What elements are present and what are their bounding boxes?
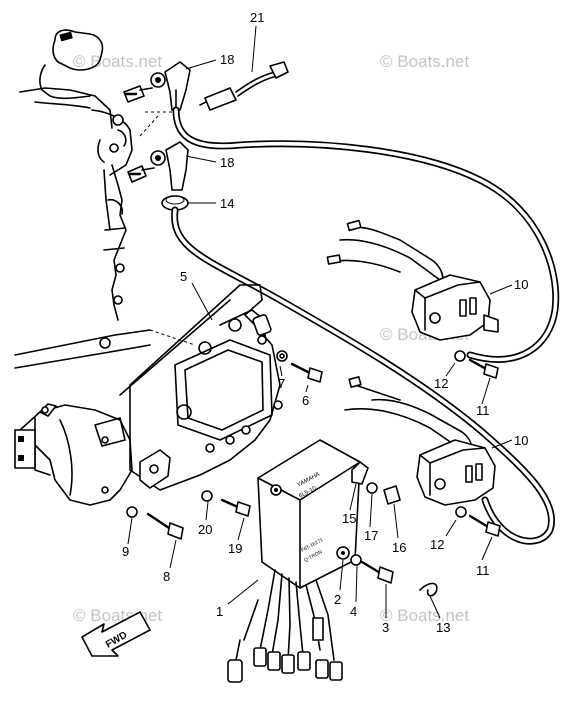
label-11-lower: 11 <box>476 563 490 578</box>
mounting-plate-5 <box>119 284 283 491</box>
label-21: 21 <box>250 10 264 25</box>
high-tension-cables <box>171 106 560 545</box>
cdi-unit-1: YAMAHA 6L5-10 F8T-16171 Q-TRON <box>227 439 361 683</box>
ignition-coil-lower-10 <box>344 376 496 506</box>
label-12-upper: 12 <box>434 376 448 391</box>
label-10-lower: 10 <box>514 433 528 448</box>
lead-wire-21 <box>199 61 289 111</box>
spark-plug-cap-upper <box>150 61 191 111</box>
ignition-coil-upper-10 <box>326 219 499 341</box>
label-5: 5 <box>180 269 187 284</box>
label-7: 7 <box>278 376 285 391</box>
label-15: 15 <box>342 511 356 526</box>
hardware-bolts-washers <box>124 92 501 597</box>
label-16: 16 <box>392 540 406 555</box>
label-3: 3 <box>382 620 389 635</box>
label-19: 19 <box>228 541 242 556</box>
label-13: 13 <box>436 620 450 635</box>
label-1: 1 <box>216 604 223 619</box>
label-4: 4 <box>350 604 357 619</box>
left-bracket <box>14 403 133 506</box>
label-6: 6 <box>302 393 309 408</box>
watermark-bottom-left: © Boats.net <box>73 606 162 625</box>
watermark-top-left: © Boats.net <box>73 52 162 71</box>
part-labels: 21 18 18 14 5 10 10 7 6 12 11 12 11 9 8 … <box>122 10 528 635</box>
label-10-upper: 10 <box>514 277 528 292</box>
label-18-upper: 18 <box>220 52 234 67</box>
label-14: 14 <box>220 196 234 211</box>
watermark-bottom-right: © Boats.net <box>380 606 469 625</box>
label-9: 9 <box>122 544 129 559</box>
spark-plug-cap-lower <box>150 141 189 191</box>
label-8: 8 <box>163 569 170 584</box>
label-12-lower: 12 <box>430 537 444 552</box>
watermark-top-right: © Boats.net <box>380 52 469 71</box>
label-2: 2 <box>334 592 341 607</box>
label-17: 17 <box>364 528 378 543</box>
label-11-upper: 11 <box>476 403 490 418</box>
leader-lines <box>127 25 513 619</box>
label-18-lower: 18 <box>220 155 234 170</box>
mount-bracket-line <box>14 329 196 369</box>
label-20: 20 <box>198 522 212 537</box>
engine-block-outline <box>19 29 180 321</box>
